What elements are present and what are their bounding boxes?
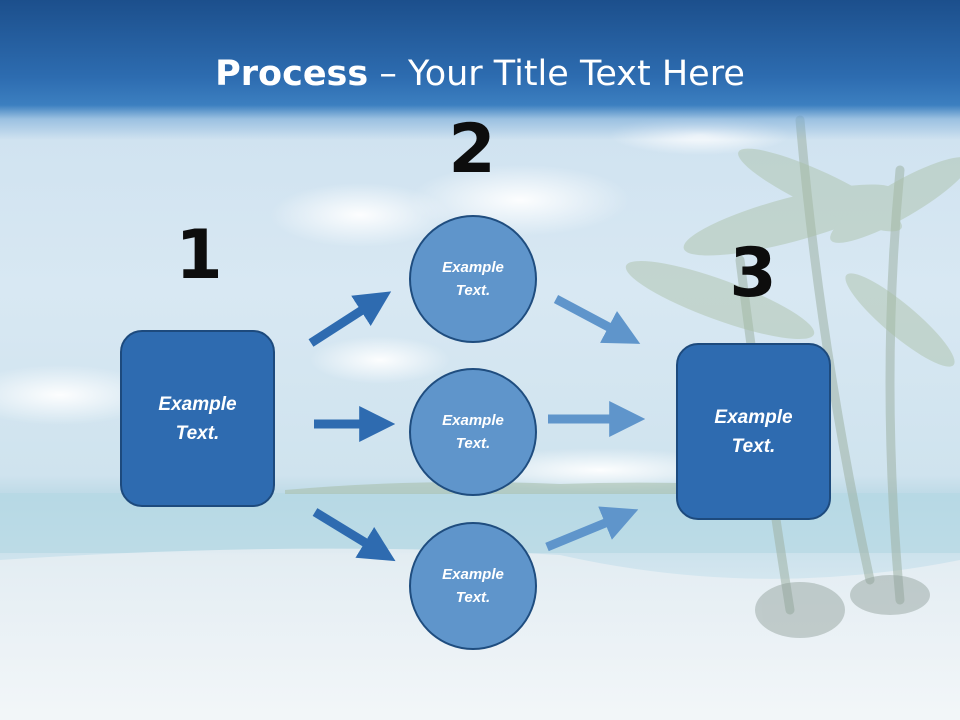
step-number-1: 1 bbox=[175, 216, 223, 295]
step-2-circle-top: Example Text. bbox=[409, 215, 537, 343]
arrow-bottom-to-3 bbox=[545, 506, 639, 552]
step-1-text: Example Text. bbox=[158, 393, 237, 444]
step-2-circle-bottom: Example Text. bbox=[409, 522, 537, 650]
step-2-text-bottom: Example Text. bbox=[442, 566, 504, 606]
step-number-3: 3 bbox=[729, 234, 777, 313]
step-2-text-top: Example Text. bbox=[442, 259, 504, 299]
step-3-text: Example Text. bbox=[714, 406, 793, 457]
title-rest: – Your Title Text Here bbox=[368, 54, 745, 94]
slide-title: Process – Your Title Text Here bbox=[0, 54, 960, 94]
step-2-text-middle: Example Text. bbox=[442, 412, 504, 452]
title-bar bbox=[0, 0, 960, 140]
arrow-1-to-bottom bbox=[312, 508, 396, 562]
step-3-box: Example Text. bbox=[676, 343, 831, 520]
arrow-top-to-3 bbox=[553, 295, 641, 344]
step-1-box: Example Text. bbox=[120, 330, 275, 507]
arrow-1-to-top bbox=[308, 291, 392, 347]
title-bold: Process bbox=[215, 54, 369, 94]
step-number-2: 2 bbox=[448, 110, 496, 189]
step-2-circle-middle: Example Text. bbox=[409, 368, 537, 496]
